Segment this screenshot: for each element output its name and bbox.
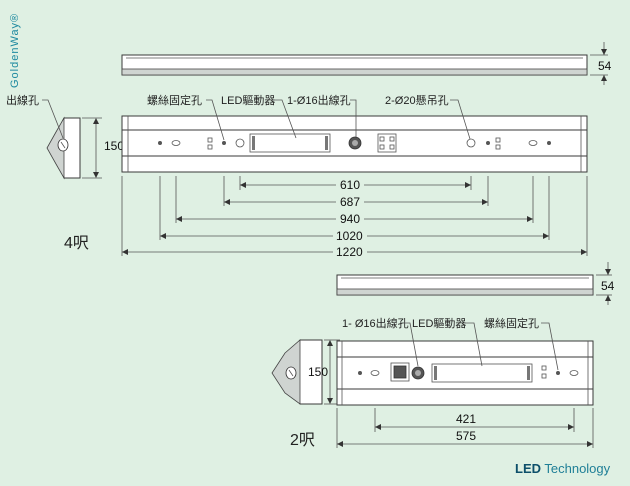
four-ft-hanging-hole-label: 2-Ø20懸吊孔 <box>385 94 449 107</box>
brand-logo: GoldenWay® <box>9 13 21 88</box>
two-ft-screw-hole <box>556 371 560 375</box>
four-ft-driver <box>249 133 331 153</box>
four-ft-dim-940: 940 <box>340 212 360 226</box>
four-ft-dim-1020: 1020 <box>336 229 363 243</box>
four-ft-cable-hole-label: 1-Ø16出線孔 <box>287 93 351 107</box>
four-ft-end-view: 150 出線孔 <box>6 93 124 180</box>
two-ft-top-view <box>336 340 594 406</box>
footer-accent: LED <box>515 461 541 476</box>
two-ft-dim-421: 421 <box>456 412 476 426</box>
two-ft-end-height: 150 <box>308 365 328 379</box>
footer-brand: LED Technology <box>515 461 611 476</box>
two-ft-side-view: 54 <box>336 262 615 305</box>
two-ft-cable-hole-label: 1- Ø16出線孔 <box>342 316 409 330</box>
two-ft-dimensions: 421 575 <box>336 408 594 448</box>
four-ft-dimensions: 610 687 940 1020 1220 <box>121 176 588 259</box>
two-ft-labels: 1- Ø16出線孔 LED驅動器 螺絲固定孔 <box>342 316 559 371</box>
four-ft-side-height: 54 <box>598 59 612 73</box>
four-ft-screw-hole-label: 螺絲固定孔 <box>147 93 202 107</box>
four-ft-title: 4呎 <box>64 235 89 252</box>
two-ft-side-height: 54 <box>601 279 615 293</box>
four-ft-dim-1220: 1220 <box>336 245 363 259</box>
two-ft-driver-label: LED驅動器 <box>412 316 466 330</box>
four-ft-top-view <box>121 115 588 173</box>
four-ft-side-view: 54 <box>121 42 612 85</box>
four-ft-dim-687: 687 <box>340 195 360 209</box>
four-ft-outlet-hole-label: 出線孔 <box>6 93 39 107</box>
four-ft-hanging-hole <box>466 138 476 148</box>
four-ft-driver-label: LED驅動器 <box>221 93 275 107</box>
two-ft-screw-hole-label: 螺絲固定孔 <box>484 316 539 330</box>
four-ft-screw-hole <box>222 141 226 145</box>
two-ft-end-view: 150 <box>271 339 340 405</box>
two-ft-dim-575: 575 <box>456 429 476 443</box>
four-ft-end-height: 150 <box>104 139 124 153</box>
four-ft-labels: 螺絲固定孔 LED驅動器 1-Ø16出線孔 2-Ø20懸吊孔 <box>147 93 471 141</box>
footer-text: Technology <box>541 461 611 476</box>
two-ft-title: 2呎 <box>290 432 315 449</box>
four-ft-dim-610: 610 <box>340 178 360 192</box>
